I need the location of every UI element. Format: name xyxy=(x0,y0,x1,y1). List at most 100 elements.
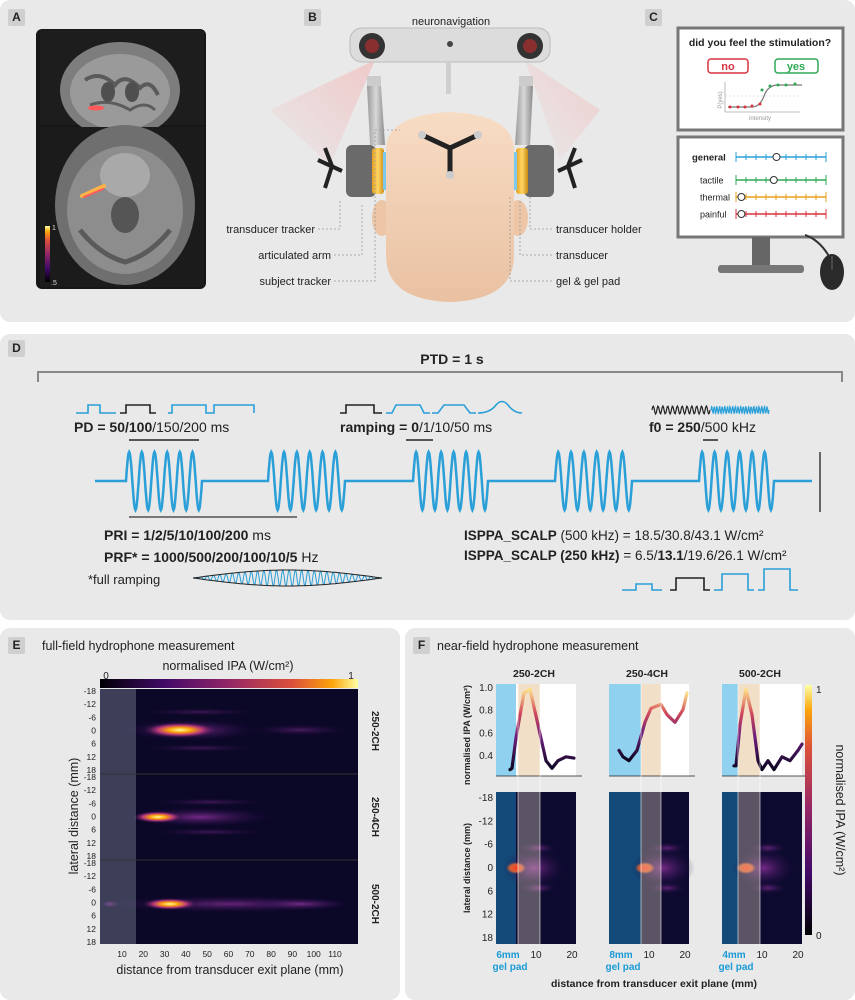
panel-f-ytick-bottom: -18 xyxy=(479,793,494,804)
gel-pad-label: gel pad xyxy=(605,962,640,973)
panel-a-scale-max: 1 xyxy=(52,225,56,232)
panel-e-colorbar-max: 1 xyxy=(348,671,354,682)
full-ramping-label: *full ramping xyxy=(88,572,160,587)
panel-e-ytick: -6 xyxy=(88,884,96,894)
panel-e-yticks: -18-12-6061218-18-12-6061218-18-12-60612… xyxy=(84,686,97,947)
panel-f-xtick: 20 xyxy=(792,950,804,961)
panel-label-a: A xyxy=(8,9,25,26)
rating-slider-handle[interactable] xyxy=(737,210,746,218)
panel-label-b: B xyxy=(304,9,321,26)
panel-e-xtick: 60 xyxy=(224,949,234,959)
gel-pad-region xyxy=(609,684,641,776)
panel-f-ytick-bottom: -12 xyxy=(479,816,494,827)
full-ramping-envelope xyxy=(192,569,383,587)
panel-f-ytick-top: 0.6 xyxy=(479,728,493,739)
panel-f-column-title: 250-4CH xyxy=(626,668,668,680)
focus-region xyxy=(518,684,540,776)
yes-button[interactable]: yes xyxy=(787,61,805,73)
panel-e-xtick: 50 xyxy=(202,949,212,959)
gel-pad-region xyxy=(496,684,516,776)
panel-f-xtick: 10 xyxy=(756,950,768,961)
panel-f-column-3 xyxy=(722,684,808,944)
beam-glow xyxy=(732,848,796,888)
panel-f-xtick: 20 xyxy=(566,950,578,961)
rating-label-thermal: thermal xyxy=(700,193,730,203)
prf-label: PRF* = 1000/500/200/100/10/5 Hz xyxy=(104,549,318,565)
panel-e-title: full-field hydrophone measurement xyxy=(42,639,235,653)
rating-label-painful: painful xyxy=(700,210,727,220)
panel-e-ytick: -12 xyxy=(84,871,97,881)
gel-pad-region xyxy=(722,684,738,776)
panel-e-row-label: 250-2CH xyxy=(369,711,380,751)
ramping-label: ramping = 0/1/10/50 ms xyxy=(340,419,492,435)
panel-e-ytick: 18 xyxy=(87,937,97,947)
ptd-bracket xyxy=(37,371,843,382)
panel-f-ytick-bottom: 6 xyxy=(487,886,493,897)
panel-e-ytick: 6 xyxy=(91,825,96,835)
subject-tracker-label: subject tracker xyxy=(259,276,331,288)
panel-e-heatmaps xyxy=(100,689,360,944)
panel-a-brain-images: 1 .5 xyxy=(36,29,206,289)
focus-region xyxy=(641,792,661,944)
panel-e-xtick: 80 xyxy=(266,949,276,959)
rating-slider-handle[interactable] xyxy=(769,176,778,184)
panel-e-ytick: 12 xyxy=(87,924,97,934)
rating-slider-handle[interactable] xyxy=(737,193,746,201)
panel-e-colorbar-min: 0 xyxy=(103,671,109,682)
panel-e-ytick: 6 xyxy=(91,739,96,749)
panel-e-colorbar-label: normalised IPA (W/cm²) xyxy=(162,659,293,673)
panel-e-ytick: 18 xyxy=(87,851,97,861)
panel-f-ytick-bottom: 0 xyxy=(487,863,493,874)
beam-glow xyxy=(631,848,695,888)
panel-f-column-2 xyxy=(609,684,695,944)
focus-region xyxy=(738,792,760,944)
panel-f-xtick: 10 xyxy=(530,950,542,961)
panel-e-ylabel: lateral distance (mm) xyxy=(67,758,81,875)
panel-e-xlabel: distance from transducer exit plane (mm) xyxy=(116,963,343,977)
panel-f-column-1 xyxy=(496,684,582,944)
panel-b-setup-illustration xyxy=(270,27,600,302)
ptd-label: PTD = 1 s xyxy=(420,351,484,367)
panel-f-ylabel-bottom: lateral distance (mm) xyxy=(462,823,472,913)
panel-f-plots xyxy=(496,684,808,944)
panel-e-row-labels: 250-2CH 250-4CH 500-2CH xyxy=(369,711,380,924)
panel-f-ytick-top: 1.0 xyxy=(479,683,493,694)
gel-pad-region xyxy=(722,792,738,944)
gel-thickness-label: 6mm xyxy=(496,950,519,961)
panel-e-ytick: 0 xyxy=(91,726,96,736)
intensity-curve xyxy=(617,691,689,763)
panel-f-colorbar-min: 0 xyxy=(816,931,822,942)
focal-spot xyxy=(635,862,655,874)
intensity-axis-label: intensity xyxy=(749,116,771,122)
intensity-curve xyxy=(732,687,804,772)
panel-e-ytick: 18 xyxy=(87,765,97,775)
focal-spot xyxy=(506,862,526,874)
panel-e-ytick: -12 xyxy=(84,785,97,795)
panel-f-colorbar xyxy=(805,685,812,935)
gel-pad-label: gel pad xyxy=(718,962,753,973)
pulse-train-waveform xyxy=(95,448,812,514)
panel-e-xtick: 20 xyxy=(139,949,149,959)
rating-label-tactile: tactile xyxy=(700,176,724,186)
panel-e-row-label: 250-4CH xyxy=(369,797,380,837)
panel-e-ytick: 6 xyxy=(91,911,96,921)
panel-c-question: did you feel the stimulation? xyxy=(689,37,831,49)
transducer-tracker-label: transducer tracker xyxy=(226,224,315,236)
rating-slider-handle[interactable] xyxy=(772,153,781,161)
no-button[interactable]: no xyxy=(721,61,735,73)
panel-e-ytick: -18 xyxy=(84,858,97,868)
panel-e-ytick: -18 xyxy=(84,772,97,782)
isppa-500-label: ISPPA_SCALP (500 kHz) = 18.5/30.8/43.1 W… xyxy=(464,528,764,543)
panel-f-ytick-top: 0.4 xyxy=(479,751,493,762)
panel-f-title: near-field hydrophone measurement xyxy=(437,639,639,653)
f0-wave-icons xyxy=(651,404,770,416)
panel-f-ytick-bottom: -6 xyxy=(484,840,493,851)
panel-f-ylabel-top: normalised IPA (W/cm²) xyxy=(462,685,472,785)
panel-a-scale-min: .5 xyxy=(51,280,57,287)
articulated-arm-label: articulated arm xyxy=(258,250,331,262)
panel-e-row-label: 500-2CH xyxy=(369,884,380,924)
